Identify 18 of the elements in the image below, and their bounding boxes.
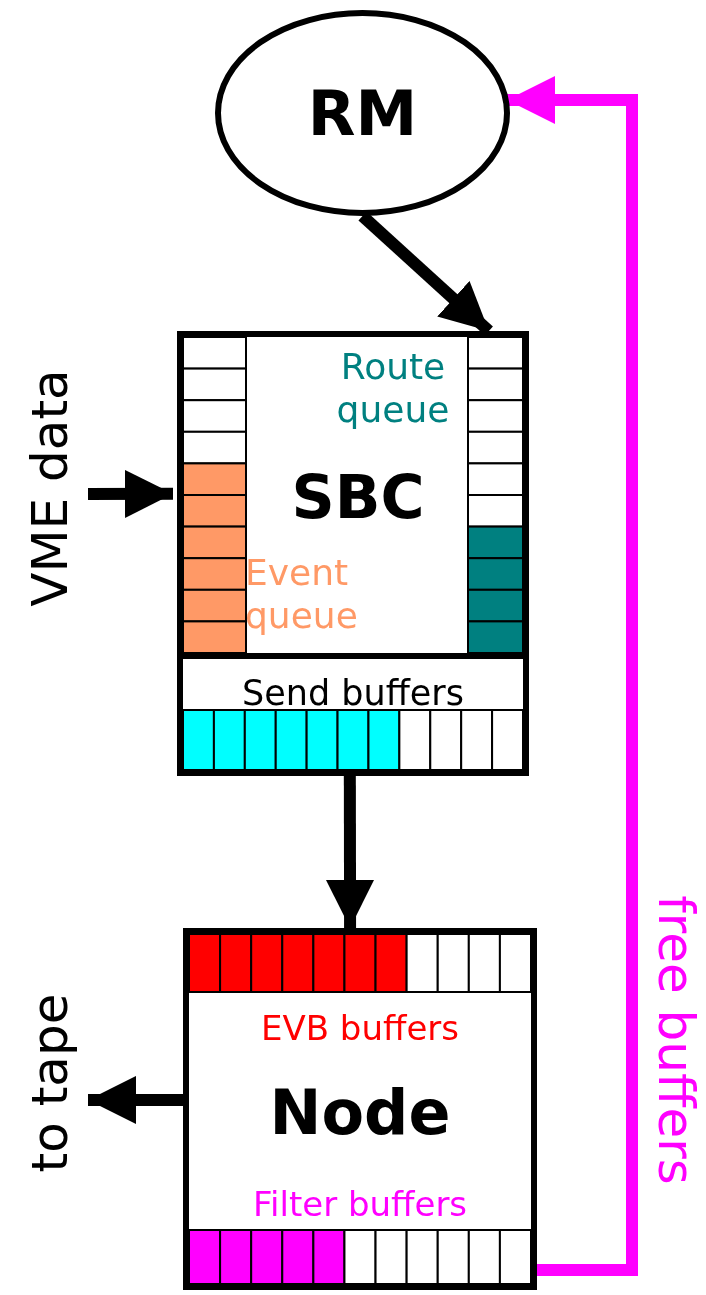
ellipse-node [215,10,510,216]
node-label: Send buffers [241,672,465,714]
node-label: Filter buffers [251,1184,469,1225]
edge-label: free buffers [651,895,701,1185]
node-label: RM [307,76,418,150]
node-label: EVB buffers [259,1008,460,1049]
edge-label: to tape [25,993,75,1173]
node-label: Event queue [245,551,359,638]
node-label: Route queue [335,345,451,432]
arrow [88,1075,183,1124]
arrow [507,76,638,1277]
node-title: Node [268,1076,452,1151]
arrow [88,469,173,518]
node-title: SBC [290,461,426,533]
process-box [183,928,537,1290]
process-box [177,331,529,776]
arrow [326,775,374,929]
edge-label: VME data [25,369,75,607]
